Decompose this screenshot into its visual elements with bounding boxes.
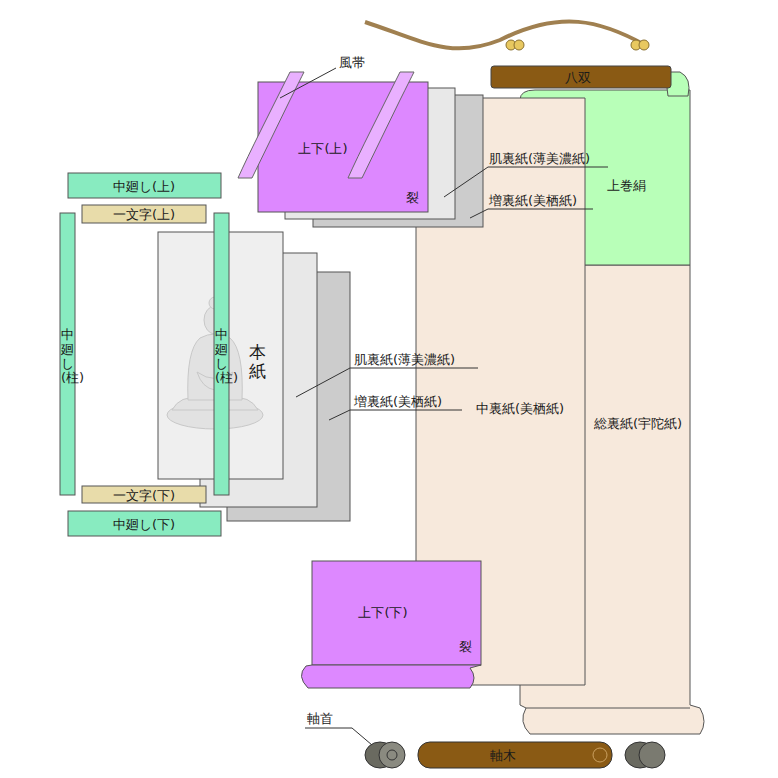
scroll-part: 本紙 <box>229 232 283 479</box>
scroll-part: 上巻絹 <box>520 100 690 265</box>
roller-end <box>365 742 665 768</box>
part-name: 八双 <box>565 71 591 84</box>
part-name: 中廻し(下) <box>113 518 175 531</box>
part-name: 一文字(下) <box>113 489 175 502</box>
leader-line <box>280 68 608 745</box>
hanging-cord <box>365 21 645 48</box>
middle-border <box>214 213 229 495</box>
cloth-note: 裂 <box>406 191 419 204</box>
middle-border <box>68 173 221 198</box>
part-name: 総裏紙(宇陀紙) <box>594 417 682 430</box>
part-label: 増裏紙(美栖紙) <box>489 194 577 207</box>
scroll-part: 中廻し(柱) <box>214 213 229 495</box>
hasso-rod <box>491 66 671 88</box>
lower-cloth <box>312 561 481 665</box>
part-label: 肌裏紙(薄美濃紙) <box>354 353 455 366</box>
scroll-part: 総裏紙(宇陀紙) <box>585 265 690 705</box>
part-name: 中廻し(柱) <box>61 328 74 385</box>
futai-strip <box>238 72 414 178</box>
middle-border <box>68 511 221 536</box>
part-name: 本紙 <box>249 343 266 380</box>
part-name: 上下(上) <box>298 142 347 155</box>
part-name: 上下(下) <box>358 606 407 619</box>
scroll-part: 中廻し(下) <box>68 511 221 536</box>
scroll-part: 軸木 <box>418 742 612 768</box>
part-name: 中廻し(上) <box>113 180 175 193</box>
part-name: 一文字(上) <box>113 208 175 221</box>
scroll-part: 上下(下) 裂 <box>312 561 481 665</box>
roller-rod <box>418 742 612 768</box>
cord-knob <box>506 40 649 50</box>
part-label: 肌裏紙(薄美濃紙) <box>489 152 590 165</box>
ichimonji-strip <box>82 486 206 503</box>
part-name: 中廻し(柱) <box>215 328 228 385</box>
ichimonji-strip <box>82 205 206 223</box>
scroll-part: 八双 <box>491 66 666 88</box>
part-label: 増裏紙(美栖紙) <box>354 395 442 408</box>
scroll-part: 中廻し(柱) <box>60 213 75 495</box>
part-label: 風帯 <box>339 56 365 69</box>
scroll-part: 一文字(下) <box>82 486 206 503</box>
scroll-part: 上下(上) 裂 <box>258 82 428 212</box>
middle-border <box>60 213 75 495</box>
part-name: 上巻絹 <box>607 179 646 192</box>
scroll-part: 中廻し(上) <box>68 173 221 198</box>
part-name: 中裏紙(美栖紙) <box>476 402 564 415</box>
cloth-note: 裂 <box>459 640 472 653</box>
part-label: 軸首 <box>307 712 333 725</box>
scroll-part: 一文字(上) <box>82 205 206 223</box>
part-name: 軸木 <box>490 749 516 762</box>
